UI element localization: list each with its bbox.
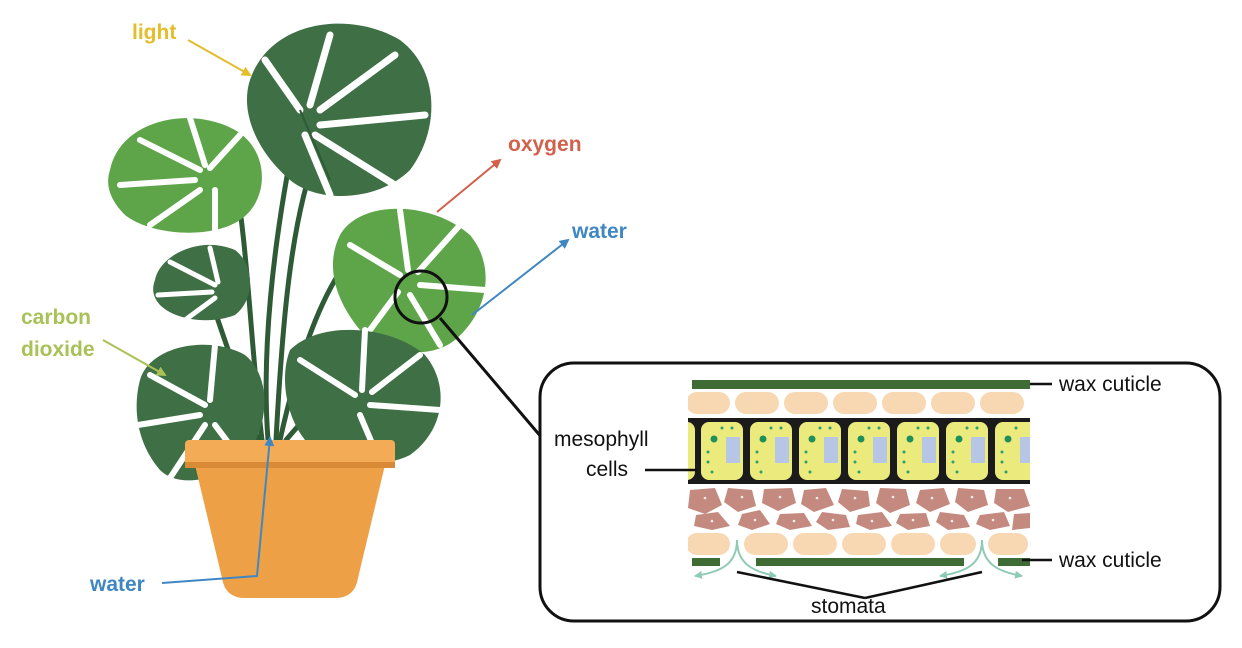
- light-arrow: [187, 39, 252, 76]
- stomata-flow-arrows: [694, 539, 1023, 579]
- wax-cuticle-top-label: wax cuticle: [1058, 373, 1162, 396]
- oxygen-arrow: [436, 158, 502, 213]
- wax-cuticle-top-layer: [692, 380, 1030, 389]
- water-out-arrow: [471, 238, 570, 316]
- carbon-dioxide-arrow: [102, 339, 167, 376]
- leaf-top: [246, 23, 432, 199]
- leaf-middle-left: [153, 244, 250, 323]
- lower-epidermis: [688, 533, 1028, 555]
- magnifier-circle-icon: [393, 269, 550, 446]
- water-in-label: water: [89, 573, 145, 596]
- oxygen-label: oxygen: [508, 133, 582, 156]
- light-label: light: [132, 21, 176, 44]
- upper-epidermis: [688, 392, 1024, 414]
- wax-cuticle-bottom-layer: [692, 558, 1030, 566]
- monstera-plant-icon: [108, 23, 488, 481]
- leaf-upper-left: [108, 115, 262, 235]
- palisade-layer: [688, 418, 1030, 484]
- carbon-dioxide-label-line1: carbon: [21, 306, 91, 329]
- leaf-lower-right: [285, 327, 443, 465]
- leader-lines: [645, 382, 1052, 600]
- water-in-arrow: [161, 436, 275, 584]
- leaf-right: [332, 207, 488, 353]
- flower-pot-icon: [185, 440, 395, 598]
- leaf-cross-section-icon: [688, 380, 1030, 579]
- mesophyll-label-line2: cells: [586, 458, 628, 481]
- carbon-dioxide-label-line2: dioxide: [21, 338, 95, 361]
- stomata-label: stomata: [811, 595, 886, 618]
- wax-cuticle-bottom-label: wax cuticle: [1058, 549, 1162, 572]
- mesophyll-label-line1: mesophyll: [554, 428, 649, 451]
- spongy-dots: [703, 495, 1012, 523]
- water-out-label: water: [571, 220, 627, 243]
